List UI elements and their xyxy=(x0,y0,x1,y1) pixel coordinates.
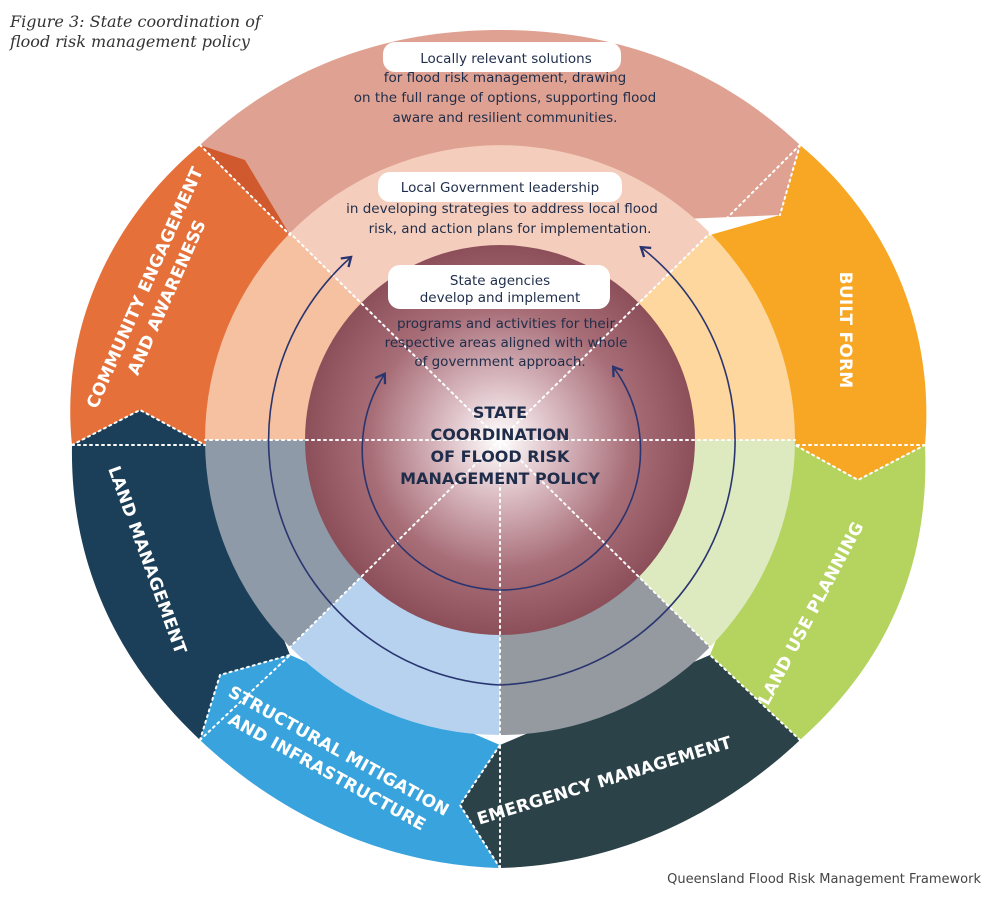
inner-heading-1: State agencies xyxy=(450,273,550,289)
outer-line-3: aware and resilient communities. xyxy=(393,110,618,126)
segment-emergency[interactable] xyxy=(460,655,800,868)
inner-line-1: programs and activities for their xyxy=(397,316,616,332)
inner-arrow-right xyxy=(499,365,642,591)
inner-arrow-left xyxy=(361,372,501,591)
outer-arrow-right xyxy=(499,245,736,686)
middle-line-2: risk, and action plans for implementatio… xyxy=(369,221,652,237)
segment-structural[interactable] xyxy=(200,655,500,868)
middle-heading-box xyxy=(378,172,622,202)
segment-land-management[interactable] xyxy=(71,410,290,740)
dotted-dividers xyxy=(71,144,926,869)
segment-local-solutions xyxy=(200,30,800,235)
outer-arrow-left xyxy=(267,255,501,686)
inner-heading-box xyxy=(388,265,610,309)
center-line-2: COORDINATION xyxy=(431,425,570,444)
outer-line-1: for flood risk management, drawing xyxy=(384,70,627,86)
source-footer: Queensland Flood Risk Management Framewo… xyxy=(667,872,981,887)
outer-heading: Locally relevant solutions xyxy=(420,51,592,67)
figure-caption: Figure 3: State coordination of flood ri… xyxy=(10,12,270,52)
caption-line-2: flood risk management policy xyxy=(10,32,250,51)
built-form-label-text: BUILT FORM xyxy=(835,272,855,389)
cycle-arrows xyxy=(267,245,736,686)
outer-heading-box xyxy=(383,42,621,72)
center-line-4: MANAGEMENT POLICY xyxy=(400,469,600,488)
center-line-1: STATE xyxy=(473,403,527,422)
inner-line-2: respective areas aligned with whole xyxy=(385,335,628,351)
center-line-3: OF FLOOD RISK xyxy=(431,447,571,466)
middle-heading: Local Government leadership xyxy=(401,180,599,196)
outer-segments xyxy=(70,30,927,868)
outer-line-2: on the full range of options, supporting… xyxy=(354,90,656,106)
inner-line-3: of government approach. xyxy=(414,354,585,370)
caption-line-1: Figure 3: State coordination of xyxy=(10,12,261,31)
built-form-label: BUILT FORM xyxy=(835,272,855,389)
inner-heading-2: develop and implement xyxy=(420,290,581,306)
segment-land-use[interactable] xyxy=(710,445,926,740)
segment-built-form[interactable] xyxy=(710,145,927,480)
middle-line-1: in developing strategies to address loca… xyxy=(346,201,658,217)
